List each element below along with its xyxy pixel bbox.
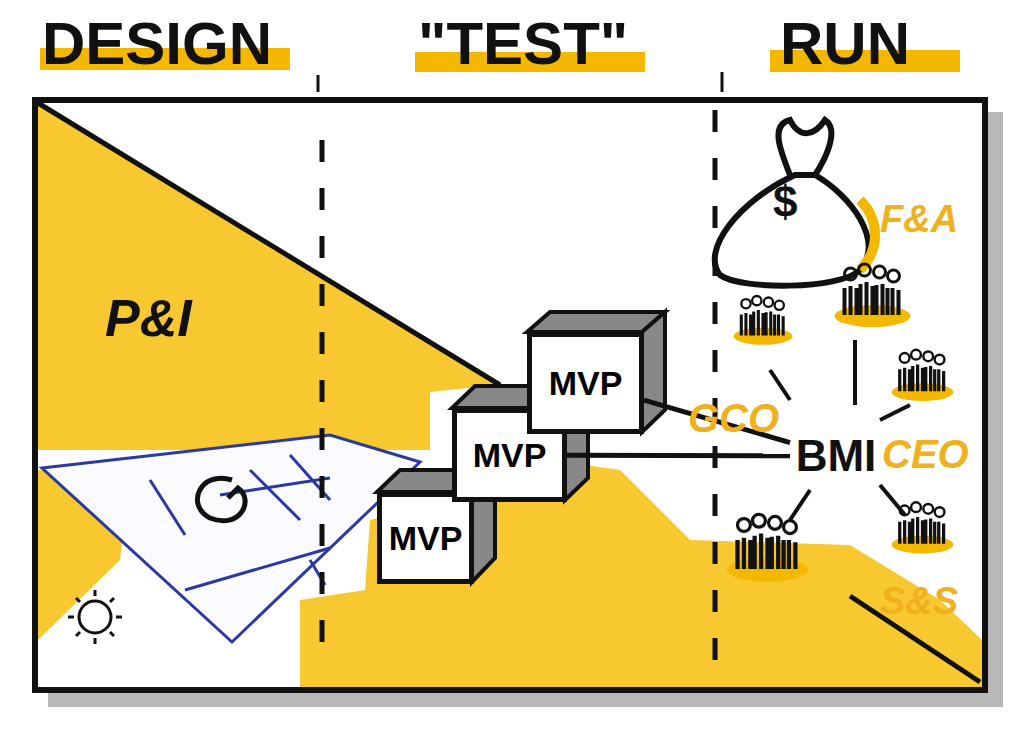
blueprint-lines bbox=[150, 455, 330, 590]
group-label: S&S bbox=[880, 582, 958, 620]
connector bbox=[567, 453, 790, 459]
diagonal bbox=[38, 103, 500, 385]
leader-line bbox=[770, 340, 910, 520]
sun bbox=[68, 590, 122, 644]
blueprint bbox=[42, 435, 420, 642]
yellow-pyramid bbox=[300, 465, 982, 688]
node-text: MVP bbox=[549, 366, 623, 400]
mvp-box: MVP bbox=[377, 492, 474, 584]
divider bbox=[713, 110, 718, 665]
phase-heading: RUN bbox=[780, 14, 910, 74]
node-text: BMI bbox=[796, 434, 877, 478]
people-group bbox=[727, 514, 808, 582]
tick bbox=[317, 75, 320, 92]
group-label: F&A bbox=[880, 200, 958, 238]
people-group bbox=[734, 296, 793, 345]
hub-label: BMI bbox=[790, 430, 882, 482]
money-bag bbox=[715, 120, 875, 286]
tick bbox=[721, 72, 724, 92]
dollar-sign: $ bbox=[773, 180, 797, 224]
phase-heading: "TEST" bbox=[418, 14, 628, 74]
node-text: MVP bbox=[473, 438, 547, 472]
swirl bbox=[197, 478, 245, 521]
frame bbox=[35, 100, 985, 690]
group-label: CEO bbox=[882, 434, 969, 474]
node-text: MVP bbox=[389, 521, 463, 555]
divider bbox=[320, 140, 325, 660]
box-depth bbox=[377, 312, 665, 582]
frame-bg bbox=[35, 100, 985, 690]
mvp-box: MVP bbox=[527, 332, 644, 434]
phase-heading: DESIGN bbox=[42, 14, 272, 74]
people-group bbox=[835, 264, 911, 327]
people-group bbox=[892, 350, 954, 401]
group-label: GCO bbox=[688, 398, 779, 438]
yellow-area bbox=[38, 103, 495, 450]
area-label: P&I bbox=[105, 292, 192, 344]
